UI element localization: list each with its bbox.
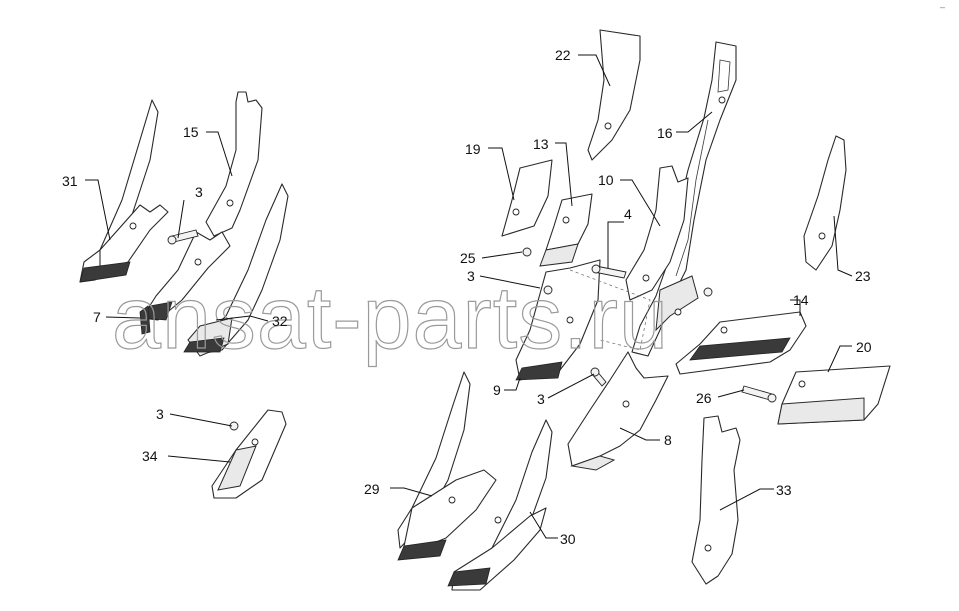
part-7-tooth bbox=[139, 305, 151, 335]
part-14-serrated-blade bbox=[675, 311, 807, 375]
callout-19: 19 bbox=[465, 141, 481, 157]
callout-22: 22 bbox=[555, 47, 571, 63]
callout-14: 14 bbox=[793, 292, 809, 308]
part-33-shank bbox=[691, 415, 741, 585]
leader-lines bbox=[85, 54, 853, 539]
callout-25: 25 bbox=[460, 250, 476, 266]
part-13-plate bbox=[539, 193, 593, 267]
callout-29: 29 bbox=[364, 481, 380, 497]
callout-3-bottom-left: 3 bbox=[156, 406, 164, 422]
corner-mark: – bbox=[940, 2, 945, 12]
callout-9: 9 bbox=[493, 382, 501, 398]
part-29-blade bbox=[397, 371, 497, 561]
part-9-blade bbox=[515, 259, 651, 381]
part-26-bolt bbox=[741, 385, 777, 403]
callout-32: 32 bbox=[272, 313, 288, 329]
callout-10: 10 bbox=[598, 172, 614, 188]
part-31-blade bbox=[79, 99, 169, 283]
callout-3-lower-center: 3 bbox=[537, 391, 545, 407]
callout-4: 4 bbox=[624, 206, 632, 222]
callout-30: 30 bbox=[560, 531, 576, 547]
part-32-blade bbox=[183, 183, 289, 357]
callout-3-left: 3 bbox=[195, 184, 203, 200]
part-34-tip bbox=[211, 409, 287, 499]
callout-16: 16 bbox=[657, 125, 673, 141]
callout-23: 23 bbox=[855, 268, 871, 284]
callout-34: 34 bbox=[142, 448, 158, 464]
callout-numbers: 31 15 3 7 32 3 34 22 19 13 10 16 4 25 3 … bbox=[62, 47, 872, 547]
callout-33: 33 bbox=[776, 482, 792, 498]
part-3-bolt-center bbox=[590, 367, 607, 387]
part-19-plate bbox=[501, 159, 553, 237]
part-22-plate bbox=[587, 29, 641, 161]
part-10-shank bbox=[625, 165, 689, 301]
part-middle-blade-assembly bbox=[141, 231, 231, 321]
part-20-plate bbox=[777, 365, 891, 425]
part-23-plate bbox=[803, 135, 847, 271]
callout-15: 15 bbox=[183, 124, 199, 140]
part-15-shank-plate bbox=[205, 91, 263, 237]
watermark-text: ansat-parts.ru bbox=[112, 268, 669, 367]
callout-13: 13 bbox=[533, 136, 549, 152]
callout-31: 31 bbox=[62, 173, 78, 189]
callout-7: 7 bbox=[93, 309, 101, 325]
callout-3-center: 3 bbox=[467, 268, 475, 284]
part-4-bolt bbox=[591, 264, 627, 279]
part-8-blade bbox=[567, 351, 669, 471]
callout-26: 26 bbox=[696, 390, 712, 406]
part-30-blade bbox=[447, 419, 553, 591]
callout-8: 8 bbox=[664, 432, 672, 448]
part-25-nut bbox=[522, 247, 532, 257]
part-3-bolt-left bbox=[167, 229, 199, 245]
callout-20: 20 bbox=[856, 339, 872, 355]
